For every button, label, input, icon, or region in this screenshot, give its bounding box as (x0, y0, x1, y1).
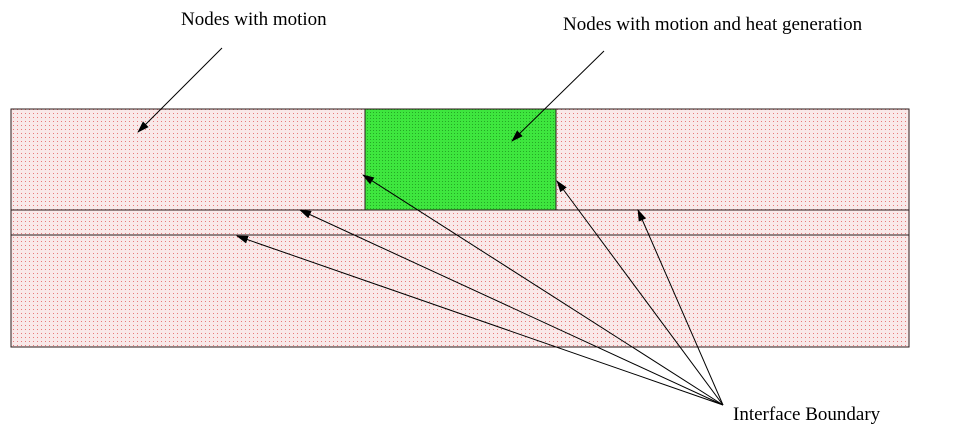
label-nodes-with-motion: Nodes with motion (181, 9, 327, 30)
lower-motion-region (10, 234, 910, 348)
arrow-boundary-bottom-left (236, 235, 724, 406)
middle-motion-layer (10, 209, 910, 236)
arrow-boundary-middle-right (637, 209, 724, 406)
heat-generation-region (364, 108, 557, 211)
arrow-boundary-middle-left (299, 209, 724, 406)
label-nodes-with-motion-and-heat: Nodes with motion and heat generation (563, 14, 863, 35)
interface-boundary-arrows (236, 174, 724, 406)
label-interface-boundary: Interface Boundary (733, 404, 881, 425)
arrow-nodes-with-motion (137, 47, 223, 133)
arrow-boundary-green-left (362, 174, 724, 406)
arrow-nodes-with-motion-and-heat (511, 50, 605, 142)
arrow-boundary-green-right (556, 180, 724, 406)
